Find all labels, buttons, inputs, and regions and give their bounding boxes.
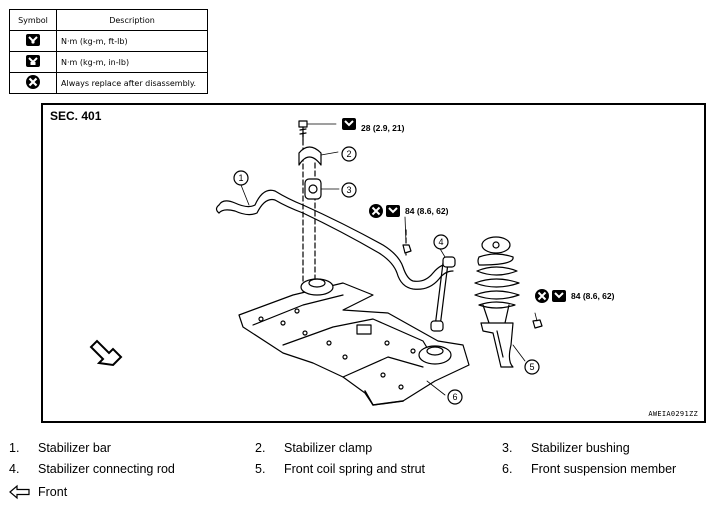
legend-number: 3. bbox=[502, 441, 513, 455]
torque-wrench-icon bbox=[386, 205, 400, 217]
legend-number: 4. bbox=[9, 462, 20, 476]
always-replace-icon bbox=[369, 204, 383, 218]
torque-wrench-icon bbox=[9, 30, 57, 52]
coil-spring-and-strut bbox=[474, 236, 520, 368]
always-replace-icon bbox=[9, 72, 57, 94]
callout-3 bbox=[341, 182, 357, 198]
strut-nut bbox=[532, 319, 543, 329]
torque-value: 84 (8.6, 62) bbox=[571, 291, 615, 301]
legend-label: Stabilizer bushing bbox=[531, 441, 630, 455]
front-legend-label: Front bbox=[38, 485, 68, 499]
symbol-description: N·m (kg-m, in-lb) bbox=[56, 51, 208, 73]
front-arrow-icon bbox=[9, 484, 30, 500]
suspension-illustration: 1 2 3 4 5 6 bbox=[89, 118, 566, 406]
exploded-view-diagram: SEC. 401 bbox=[41, 103, 706, 423]
legend-label: Stabilizer bar bbox=[38, 441, 111, 455]
callout-6 bbox=[447, 389, 463, 405]
callout-2 bbox=[341, 146, 357, 162]
symbol-header: Symbol bbox=[9, 9, 57, 31]
legend-label: Front coil spring and strut bbox=[284, 462, 426, 476]
symbol-description: Always replace after disassembly. bbox=[56, 72, 208, 94]
front-direction-arrow bbox=[89, 339, 123, 367]
section-label: SEC. 401 bbox=[50, 109, 102, 123]
symbol-table: Symbol Description N·m (kg-m, ft-lb) N·m… bbox=[9, 9, 208, 94]
stabilizer-clamp bbox=[298, 146, 322, 166]
legend-number: 2. bbox=[255, 441, 266, 455]
rod-nut bbox=[402, 244, 412, 254]
stabilizer-connecting-rod bbox=[430, 246, 456, 332]
description-header: Description bbox=[56, 9, 208, 31]
callout-5 bbox=[524, 359, 540, 375]
stabilizer-bushing bbox=[304, 178, 340, 200]
callout-label: 5 bbox=[529, 362, 534, 372]
callout-label: 4 bbox=[438, 237, 443, 247]
legend-number: 6. bbox=[502, 462, 513, 476]
symbol-description: N·m (kg-m, ft-lb) bbox=[56, 30, 208, 52]
callout-label: 3 bbox=[346, 185, 351, 195]
torque-wrench-icon bbox=[342, 118, 356, 130]
callout-1 bbox=[233, 170, 249, 186]
front-suspension-member bbox=[238, 278, 470, 406]
legend-number: 1. bbox=[9, 441, 20, 455]
torque-wrench-icon bbox=[552, 290, 566, 302]
callout-label: 6 bbox=[452, 392, 457, 402]
torque-wrench-inlb-icon bbox=[9, 51, 57, 73]
torque-value: 84 (8.6, 62) bbox=[405, 206, 449, 216]
clamp-bolt bbox=[298, 120, 337, 141]
stabilizer-bar bbox=[215, 189, 454, 290]
legend-label: Stabilizer connecting rod bbox=[38, 462, 175, 476]
callout-label: 2 bbox=[346, 149, 351, 159]
figure-reference-code: AWEIA0291ZZ bbox=[648, 410, 698, 418]
legend-label: Front suspension member bbox=[531, 462, 677, 476]
torque-value: 28 (2.9, 21) bbox=[361, 123, 405, 133]
callout-4 bbox=[433, 234, 449, 250]
always-replace-icon bbox=[535, 289, 549, 303]
legend-number: 5. bbox=[255, 462, 266, 476]
legend-label: Stabilizer clamp bbox=[284, 441, 373, 455]
callout-label: 1 bbox=[238, 173, 243, 183]
